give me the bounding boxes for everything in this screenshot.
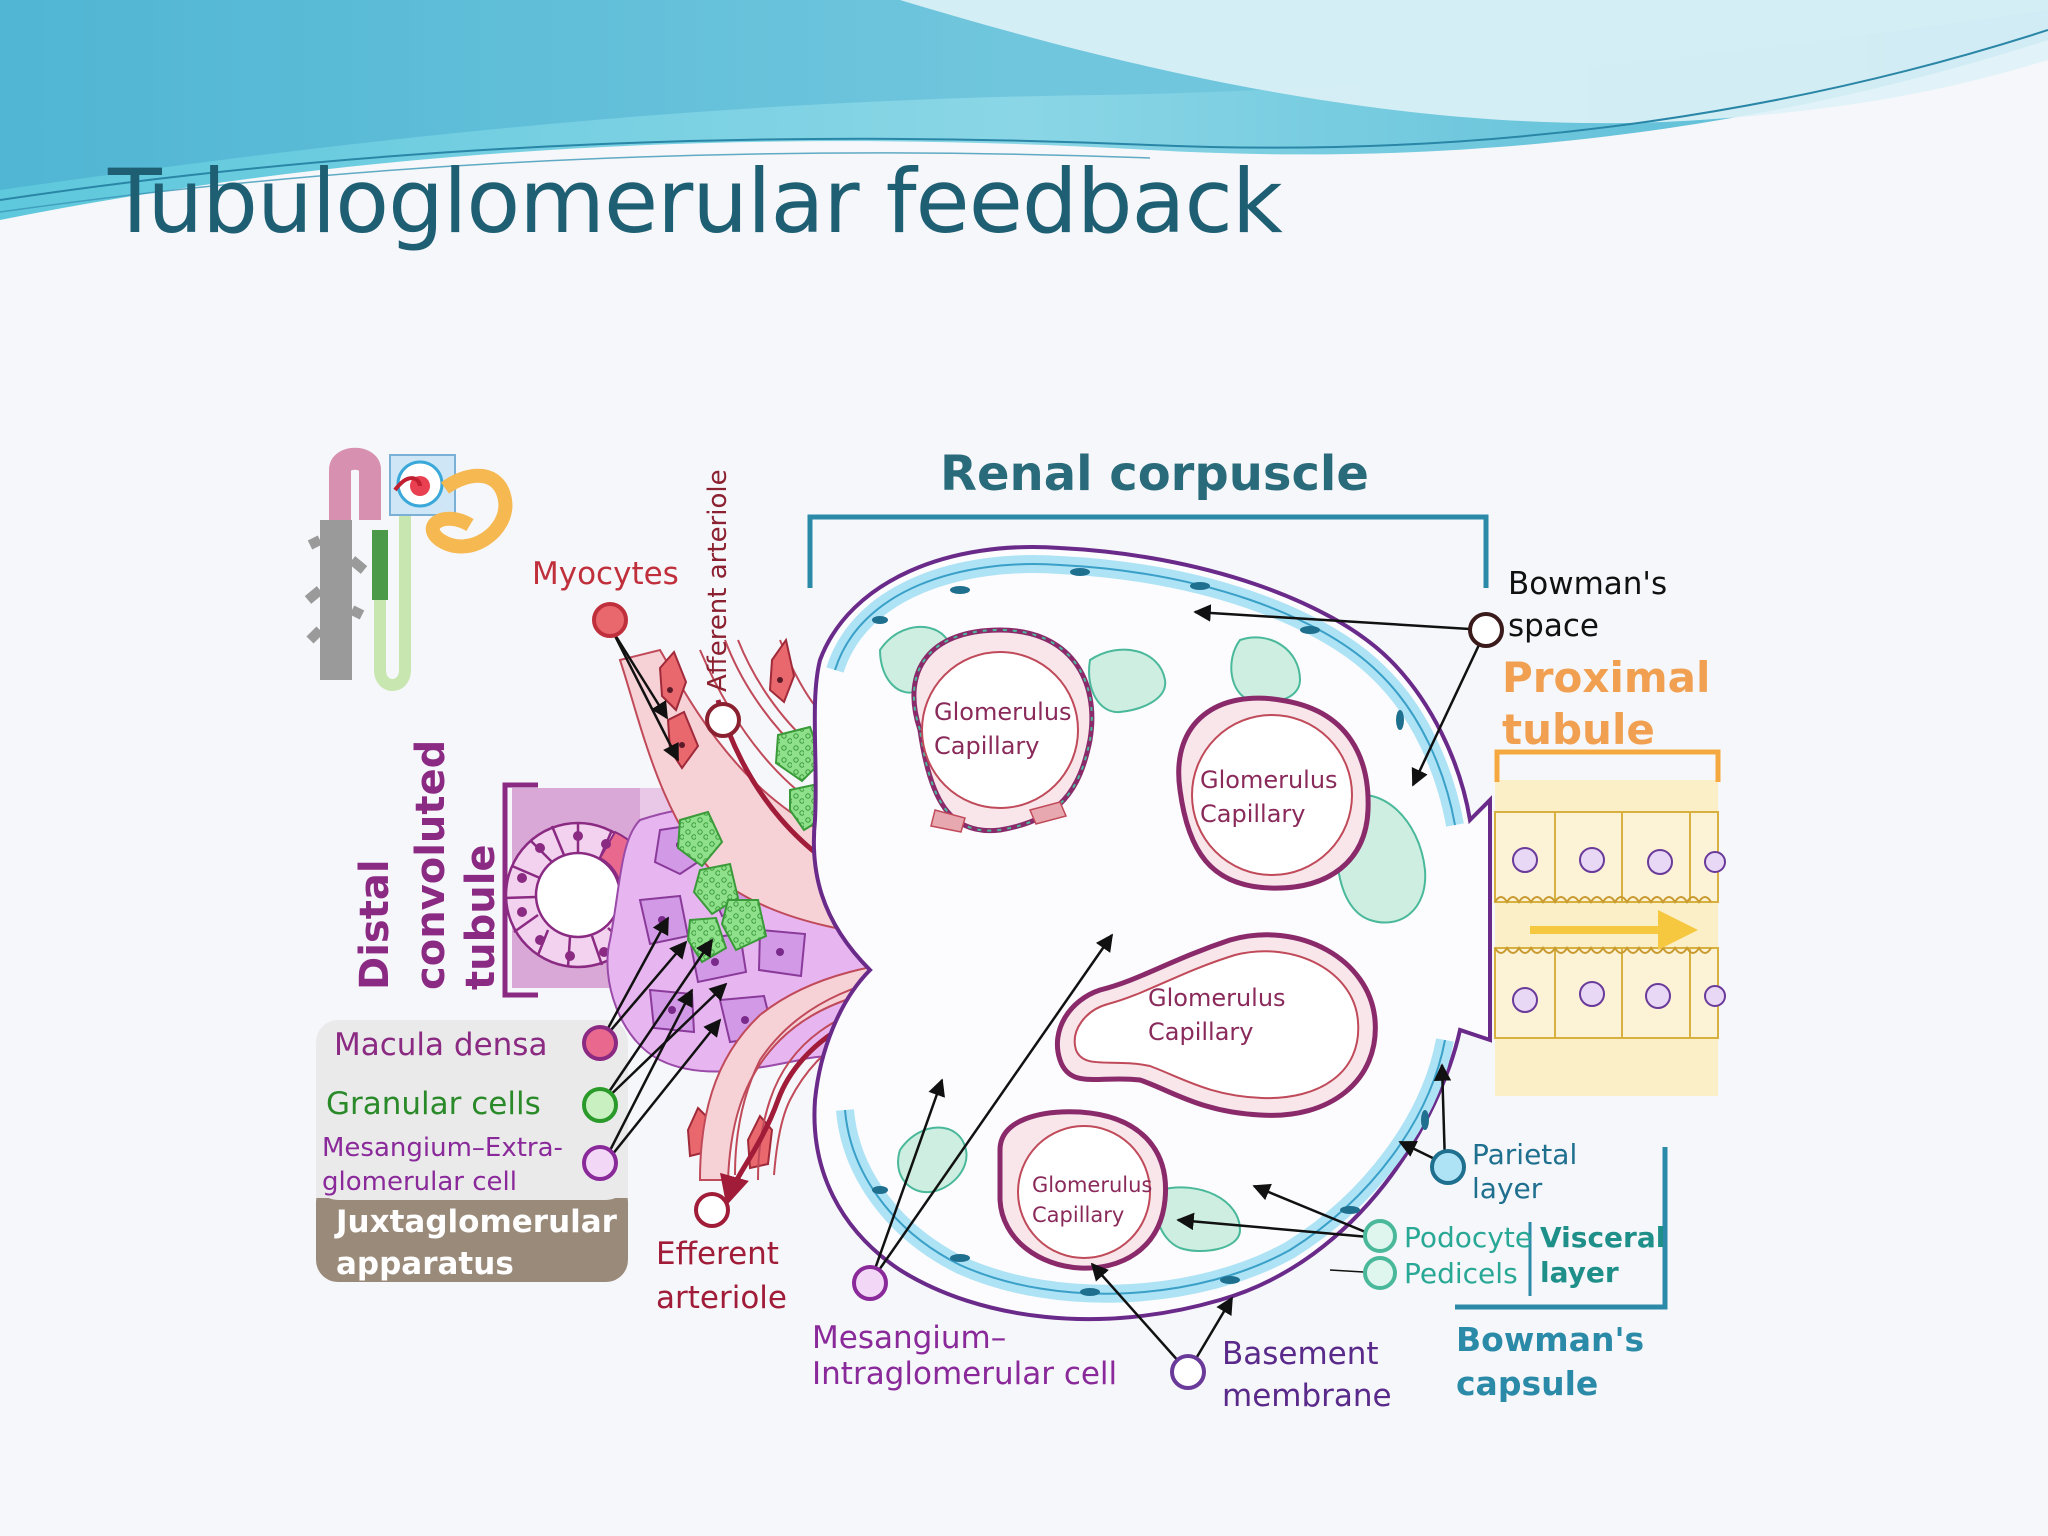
extraglomerular-label: Mesangium–Extra-: [322, 1133, 563, 1163]
capillary-label: Capillary: [1200, 800, 1305, 828]
intraglomerular-label: Mesangium–: [812, 1320, 1006, 1356]
afferent-arteriole-label: Afferent arteriole: [703, 469, 733, 692]
parietal-marker: [1430, 1149, 1466, 1185]
basement-marker: [1170, 1354, 1206, 1390]
juxtaglomerular-box: [316, 1020, 628, 1282]
capillary-1: [911, 627, 1095, 834]
podocyte-label: Podocyte: [1404, 1221, 1532, 1254]
capillary-label: Glomerulus: [1148, 984, 1286, 1012]
proximal-tubule: [1490, 749, 1726, 1096]
capillary-label: Glomerulus: [934, 698, 1072, 726]
bowmans-space-label: Bowman's: [1508, 566, 1667, 602]
distal-tubule-label: tubule: [458, 844, 504, 990]
visceral-layer-label: layer: [1540, 1256, 1619, 1289]
afferent-marker: [705, 702, 741, 738]
pedicels-marker: [1363, 1256, 1397, 1290]
slide-title: Tubuloglomerular feedback: [108, 150, 1283, 253]
podocyte-marker: [1363, 1219, 1397, 1253]
myocytes-label: Myocytes: [532, 556, 679, 592]
bowmans-space-marker: [1468, 612, 1504, 648]
capillary-4: [997, 1109, 1169, 1271]
juxtaglomerular-label: apparatus: [336, 1246, 514, 1282]
diagram-labels: Myocytes Afferent arteriole Bowman's spa…: [322, 469, 1710, 1414]
proximal-tubule-label: tubule: [1502, 705, 1655, 754]
capillary-label: Glomerulus: [1032, 1173, 1152, 1197]
background-waves: [0, 0, 2048, 220]
pedicels-label: Pedicels: [1404, 1257, 1518, 1290]
parietal-layer-label: layer: [1472, 1172, 1543, 1205]
intraglomerular-marker: [852, 1265, 888, 1301]
capillary-label: Glomerulus: [1200, 766, 1338, 794]
basement-membrane-label: Basement: [1222, 1336, 1379, 1372]
extraglomerular-marker: [582, 1145, 618, 1181]
bowmans-capsule-bracket: [1455, 1147, 1668, 1310]
bowmans-capsule-label: capsule: [1456, 1364, 1598, 1403]
capillary-3: [1054, 932, 1378, 1118]
proximal-tubule-label: Proximal: [1502, 653, 1710, 702]
intraglomerular-label: Intraglomerular cell: [812, 1356, 1117, 1392]
basement-membrane-label: membrane: [1222, 1378, 1392, 1414]
granular-cells-label: Granular cells: [326, 1086, 541, 1122]
macula-densa-label: Macula densa: [334, 1027, 547, 1063]
distal-tubule-label: Distal: [352, 859, 398, 990]
visceral-layer-label: Visceral: [1540, 1221, 1665, 1254]
granular-cells-marker: [582, 1087, 618, 1123]
capillary-2: [1176, 695, 1371, 891]
efferent-arteriole-label: Efferent: [656, 1236, 779, 1272]
juxtaglomerular-label: Juxtaglomerular: [334, 1204, 618, 1240]
renal-corpuscle-bracket: [807, 514, 1489, 588]
parietal-layer-label: Parietal: [1472, 1138, 1577, 1171]
renal-corpuscle-heading: Renal corpuscle: [940, 446, 1369, 502]
capillary-label: Capillary: [934, 732, 1039, 760]
podocytes: [878, 625, 1427, 1252]
nephron-inset: [304, 447, 513, 691]
glomerular-capillaries: Glomerulus Capillary Glomerulus Capillar…: [911, 627, 1378, 1271]
distal-tubule-label: convoluted: [408, 740, 454, 990]
capillary-label: Capillary: [1032, 1203, 1124, 1227]
bowmans-space-label: space: [1508, 608, 1599, 644]
macula-densa-marker: [582, 1025, 618, 1061]
extraglomerular-label: glomerular cell: [322, 1167, 517, 1197]
capillary-label: Capillary: [1148, 1018, 1253, 1046]
label-markers: [582, 602, 1504, 1390]
pointer-arrows: [598, 604, 1488, 1373]
efferent-marker: [694, 1192, 730, 1228]
myocytes-marker: [592, 602, 628, 638]
efferent-arteriole-label: arteriole: [656, 1280, 787, 1316]
bowmans-capsule-label: Bowman's: [1456, 1320, 1644, 1359]
